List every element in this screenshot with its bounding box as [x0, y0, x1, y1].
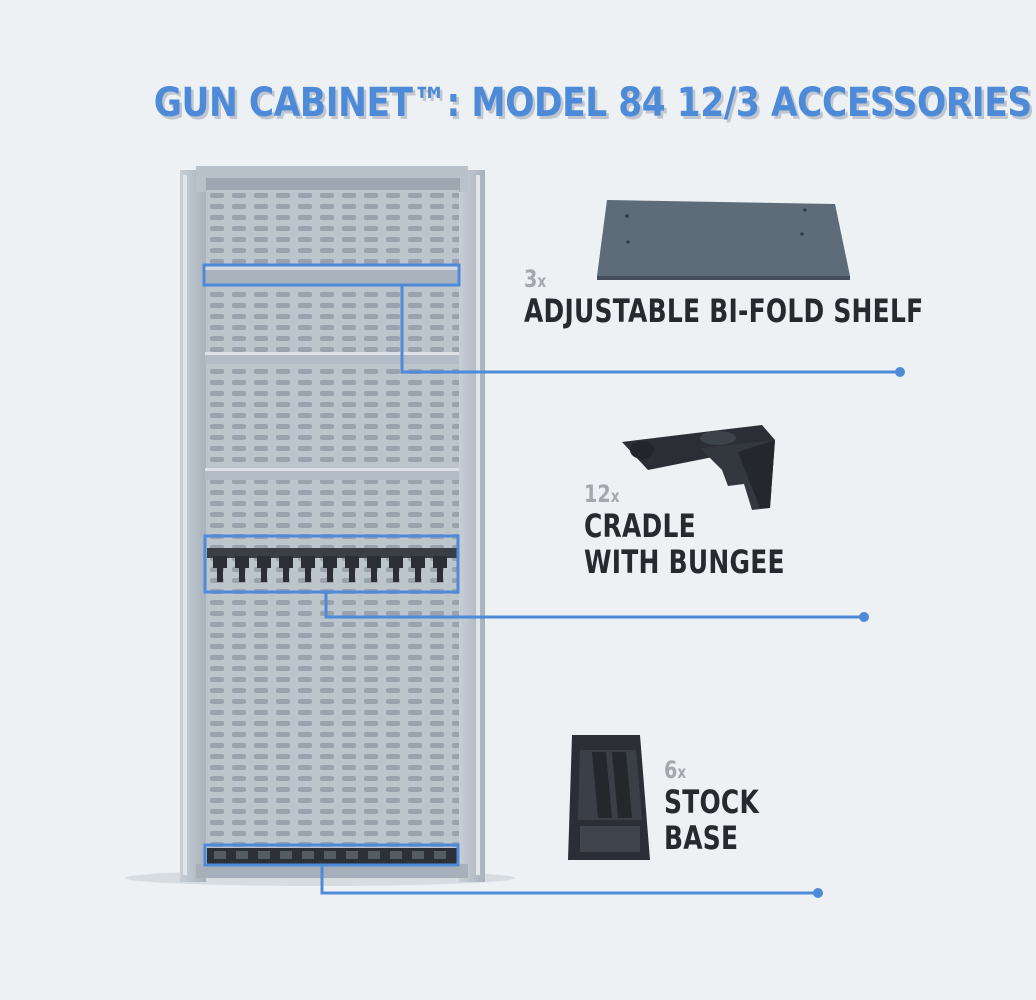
stock-base-name-line2: BASE	[664, 819, 739, 857]
stock-base-name-line1: STOCK	[664, 783, 760, 821]
cradle-quantity: 12x	[584, 480, 620, 508]
cradle-name-line2: WITH BUNGEE	[584, 543, 785, 581]
callout-cradle	[203, 534, 869, 622]
accessory-cradle: 12x CRADLE WITH BUNGEE	[584, 480, 841, 580]
page-title-text: GUN CABINET™: MODEL 84 12/3 ACCESSORIES	[153, 80, 1032, 126]
cradle-with-bungee-icon	[622, 425, 775, 510]
stock-base-quantity: 6x	[664, 756, 687, 784]
cabinet	[180, 166, 485, 882]
callout-stock-base	[203, 843, 823, 898]
cradle-name-line1: CRADLE	[584, 507, 696, 545]
bi-fold-shelf-icon	[597, 200, 850, 280]
accessory-shelf: 3x ADJUSTABLE BI-FOLD SHELF	[524, 265, 1036, 329]
accessory-stock-base: 6x STOCK BASE	[664, 756, 786, 856]
product-illustration	[125, 166, 905, 898]
shelf-name: ADJUSTABLE BI-FOLD SHELF	[524, 292, 924, 330]
page-title: GUN CABINET™: MODEL 84 12/3 ACCESSORIES	[76, 80, 1032, 126]
shelf-quantity: 3x	[524, 265, 547, 293]
stock-base-icon	[568, 735, 650, 860]
callout-shelf	[202, 263, 905, 377]
